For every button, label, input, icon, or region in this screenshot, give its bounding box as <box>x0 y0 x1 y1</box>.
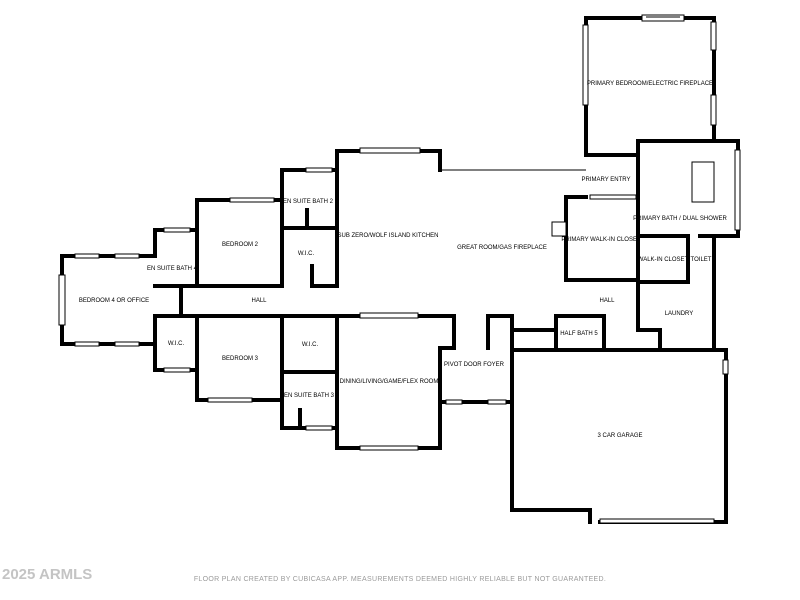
bedroom-3-walls <box>195 314 284 403</box>
room-label-dining: DINING/LIVING/GAME/FLEX ROOM <box>340 379 439 385</box>
room-label-primary-bath: PRIMARY BATH / DUAL SHOWER <box>633 216 727 222</box>
window <box>734 149 741 231</box>
room-label-half-bath-5: HALF BATH 5 <box>560 331 598 337</box>
window <box>114 253 140 259</box>
window <box>722 359 729 375</box>
room-label-bedroom-4: BEDROOM 4 OR OFFICE <box>79 298 149 304</box>
room-label-wic-2: W.I.C. <box>168 341 185 347</box>
room-label-wic-3: W.I.C. <box>302 342 319 348</box>
en-suite-bath-4-walls <box>153 227 199 288</box>
wic-west-walls <box>153 314 199 402</box>
room-label-garage: 3 CAR GARAGE <box>597 433 642 439</box>
window <box>589 194 637 200</box>
window <box>74 341 100 347</box>
room-label-en-suite-bath-4: EN SUITE BATH 4 <box>147 266 198 272</box>
room-label-walkin-closet: WALK-IN CLOSET <box>638 257 689 263</box>
window <box>163 227 191 233</box>
primary-bedroom-walls <box>582 14 717 157</box>
copyright-watermark: 2025 ARMLS <box>2 566 92 583</box>
room-label-laundry: LAUNDRY <box>665 311 694 317</box>
window <box>359 147 421 154</box>
primary-suite-walls <box>589 139 741 351</box>
room-label-bedroom-2: BEDROOM 2 <box>222 242 259 248</box>
bedroom-4-walls <box>58 253 183 347</box>
en-suite-bath-3-walls <box>280 314 339 431</box>
room-label-hall-east: HALL <box>599 298 615 304</box>
room-label-hall-west: HALL <box>251 298 267 304</box>
window <box>359 445 419 451</box>
window <box>710 21 717 51</box>
dining-walls <box>335 312 456 451</box>
room-label-primary-walkin-closet: PRIMARY WALK-IN CLOSET <box>561 237 641 243</box>
primary-walkin-closet-walls <box>551 195 640 282</box>
fireplace-icon <box>641 14 685 22</box>
room-label-kitchen: SUB ZERO/WOLF ISLAND KITCHEN <box>337 233 438 239</box>
room-label-great-room: GREAT ROOM/GAS FIREPLACE <box>457 245 547 251</box>
room-label-en-suite-bath-3: EN SUITE BATH 3 <box>284 393 335 399</box>
garage-walls <box>510 348 729 524</box>
window <box>114 341 140 347</box>
room-label-en-suite-bath-2: EN SUITE BATH 2 <box>283 199 334 205</box>
window <box>207 397 253 403</box>
window <box>305 425 333 431</box>
room-label-bedroom-3: BEDROOM 3 <box>222 356 259 362</box>
window <box>163 367 191 373</box>
window <box>710 94 717 126</box>
window <box>74 253 100 259</box>
window <box>305 167 333 173</box>
window <box>229 197 275 203</box>
room-label-wic-1: W.I.C. <box>298 251 315 257</box>
room-label-pivot-door-foyer: PIVOT DOOR FOYER <box>444 362 505 368</box>
window <box>445 399 463 405</box>
room-label-toilet: TOILET <box>691 257 712 263</box>
kitchen-walls <box>335 147 586 288</box>
fireplace-icon <box>551 221 567 237</box>
room-labels: PRIMARY BEDROOM/ELECTRIC FIREPLACE PRIMA… <box>79 81 728 439</box>
window <box>359 312 419 319</box>
garage-door <box>599 518 715 524</box>
footer-note: FLOOR PLAN CREATED BY CUBICASA APP. MEAS… <box>194 576 606 583</box>
room-label-primary-entry: PRIMARY ENTRY <box>581 177 630 183</box>
en-suite-bath-2-walls <box>280 167 339 288</box>
window <box>58 274 66 326</box>
foyer-walls <box>438 314 514 405</box>
room-label-primary-bedroom: PRIMARY BEDROOM/ELECTRIC FIREPLACE <box>587 81 713 87</box>
window <box>582 24 589 106</box>
window <box>487 399 507 405</box>
